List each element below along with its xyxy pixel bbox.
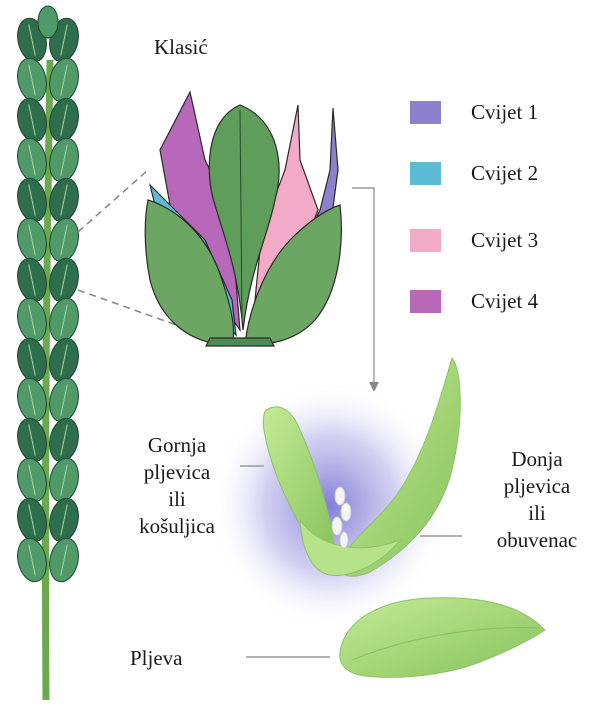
label-upper-glume: Gornja pljevica ili košuljica (114, 432, 240, 540)
wheat-ear (14, 6, 83, 700)
label-lower-glume-line2: pljevica (474, 473, 600, 500)
label-lower-glume-line1: Donja (474, 446, 600, 473)
label-upper-glume-line4: košuljica (114, 513, 240, 540)
legend-swatch-flower-3 (410, 229, 441, 252)
wheat-tip (38, 6, 58, 38)
label-upper-glume-line2: pljevica (114, 459, 240, 486)
legend-item-flower-4: Cvijet 4 (410, 288, 538, 314)
label-upper-glume-line3: ili (114, 486, 240, 513)
legend-swatch-flower-2 (410, 162, 441, 185)
label-lower-glume-line3: ili (474, 500, 600, 527)
connector-arrow (352, 188, 374, 384)
legend-swatch-flower-1 (410, 101, 441, 124)
zoom-line-top (78, 170, 148, 232)
label-glume: Pljeva (130, 646, 183, 670)
legend-label-flower-3: Cvijet 3 (471, 228, 538, 253)
legend-item-flower-1: Cvijet 1 (410, 99, 538, 125)
label-lower-glume: Donja pljevica ili obuvenac (474, 446, 600, 554)
wheat-stem (45, 60, 50, 700)
label-lower-glume-line4: obuvenac (474, 527, 600, 554)
label-spikelet: Klasić (154, 35, 208, 59)
legend-label-flower-2: Cvijet 2 (471, 161, 538, 186)
spikelet-base (206, 338, 274, 346)
legend-label-flower-1: Cvijet 1 (471, 100, 538, 125)
label-upper-glume-line1: Gornja (114, 432, 240, 459)
legend-item-flower-3: Cvijet 3 (410, 227, 538, 253)
legend-swatch-flower-4 (410, 290, 441, 313)
legend-item-flower-2: Cvijet 2 (410, 160, 538, 186)
spikelet-illustration (145, 92, 341, 346)
legend-label-flower-4: Cvijet 4 (471, 289, 538, 314)
